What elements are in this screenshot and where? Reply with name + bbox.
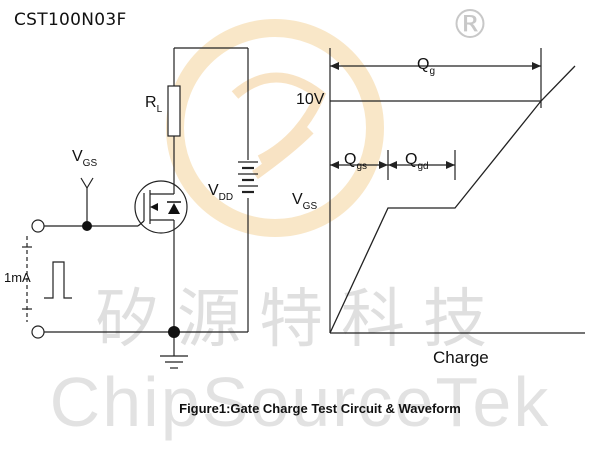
registered-trademark-icon: ®: [450, 2, 490, 48]
current-pulse: [44, 261, 72, 299]
qgd-label: Qgd: [405, 151, 429, 172]
circuit-vgs-label: VGS: [72, 148, 98, 169]
gate-input-terminal: [31, 219, 45, 233]
ground-input-terminal: [31, 325, 45, 339]
watermark-chinese: 矽源特科技: [95, 283, 505, 357]
ten-volt-label: 10V: [296, 91, 325, 108]
load-resistor: [167, 85, 181, 137]
vdd-label: VDD: [208, 182, 234, 203]
qg-label: Qg: [417, 56, 436, 77]
rl-label: RL: [145, 94, 163, 115]
mosfet-symbol: [134, 180, 188, 234]
part-number: CST100N03F: [14, 10, 127, 30]
vdd-battery: [238, 161, 258, 194]
gate-junction-dot: [82, 221, 92, 231]
ground-junction-dot: [168, 326, 180, 338]
charge-axis-label: Charge: [433, 348, 489, 367]
gate-charge-curve: [329, 65, 576, 334]
body-diode: [168, 203, 180, 214]
figure-caption: Figure1:Gate Charge Test Circuit & Wavef…: [179, 401, 461, 416]
watermark-english: ChipSourceTek: [49, 363, 551, 441]
waveform-vgs-label: VGS: [292, 191, 318, 212]
qgs-label: Qgs: [344, 151, 368, 172]
current-label: 1mA: [4, 270, 31, 285]
